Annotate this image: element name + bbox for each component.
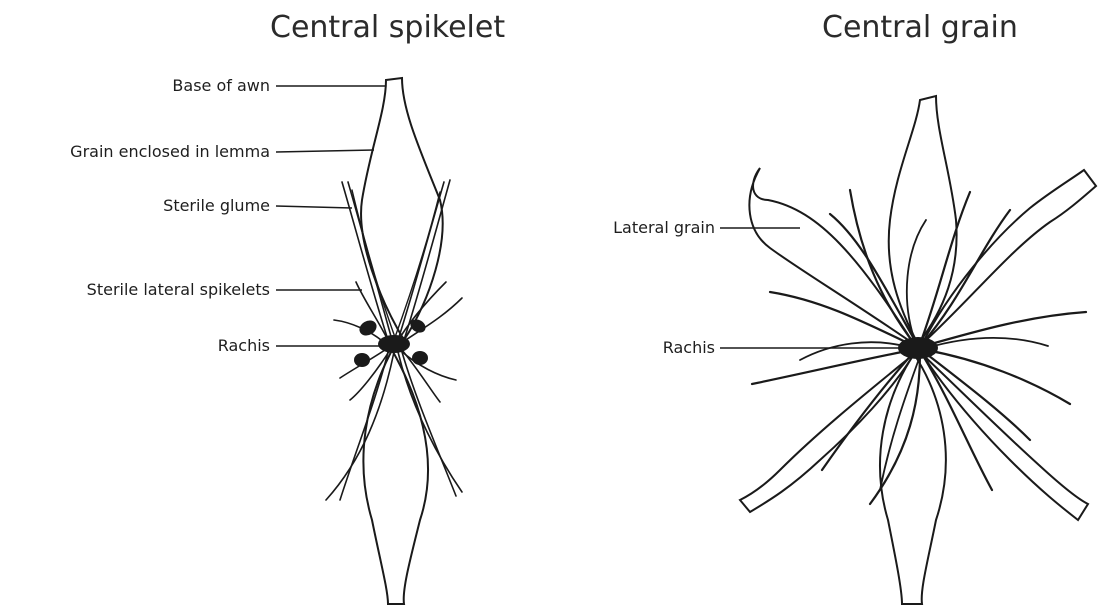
central-spikelet-figure (326, 78, 462, 604)
central-grain-figure (740, 96, 1096, 604)
leader-grain-enclosed (276, 150, 374, 152)
leader-sterile-glume (276, 206, 352, 208)
